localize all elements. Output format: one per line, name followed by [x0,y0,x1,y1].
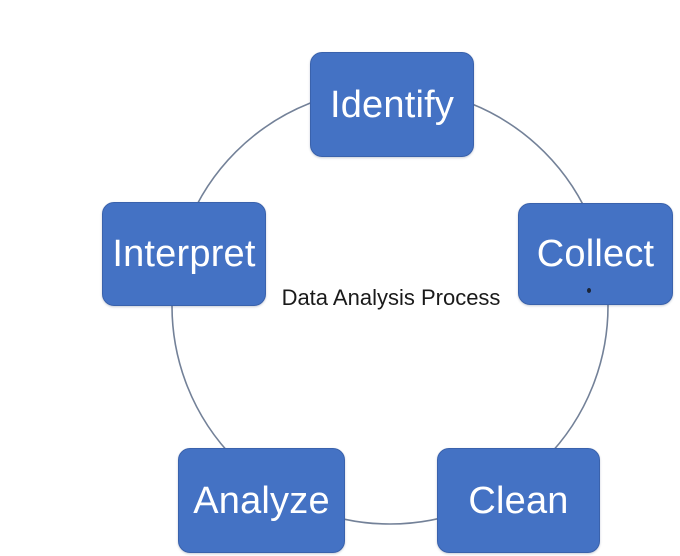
node-collect[interactable]: Collect [518,203,673,305]
node-identify-label: Identify [329,83,455,126]
node-clean[interactable]: Clean [437,448,600,553]
node-identify[interactable]: Identify [310,52,474,157]
node-analyze[interactable]: Analyze [178,448,345,553]
node-clean-label: Clean [468,479,569,522]
diagram-center-label: Data Analysis Process [281,285,501,310]
stray-dot-artifact [587,288,591,293]
node-analyze-label: Analyze [193,479,330,522]
node-interpret[interactable]: Interpret [102,202,266,306]
node-interpret-label: Interpret [112,233,256,275]
node-collect-label: Collect [536,233,655,275]
